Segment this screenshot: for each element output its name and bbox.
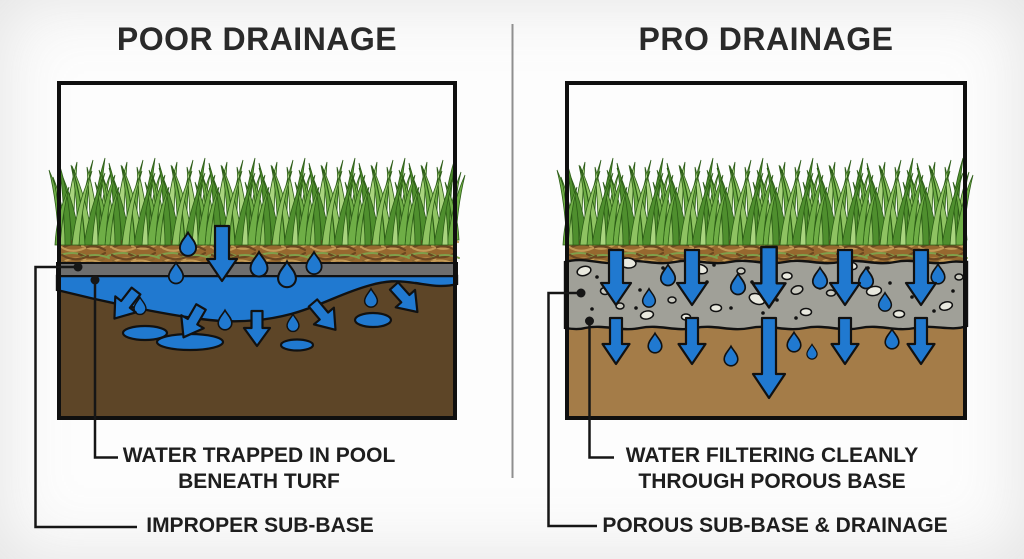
pro-drainage-illustration [557, 81, 973, 420]
callout-dot [73, 262, 83, 272]
grass-layer [557, 158, 973, 245]
callout-dot [576, 288, 586, 298]
callout-dot [90, 275, 100, 285]
poor-drainage-illustration [49, 81, 465, 420]
soil-puddles [121, 311, 393, 352]
water-trapped-leader [93, 280, 118, 459]
callout-dot [585, 316, 594, 326]
improper-subbase-label: IMPROPER SUB-BASE [146, 514, 374, 537]
water-trapped-label: WATER TRAPPED IN POOL BENEATH TURF [57, 443, 461, 495]
poor-drainage-title: POOR DRAINAGE [116, 21, 398, 57]
porous-subbase-leader [547, 291, 597, 528]
improper-subbase-leader [34, 265, 137, 529]
water-filtering-label-line2: THROUGH POROUS BASE [638, 470, 906, 493]
trapped-water-pool [55, 274, 459, 323]
callout-dots [73, 262, 594, 326]
pro-drainage-title: PRO DRAINAGE [638, 21, 894, 57]
porous-subbase-label: POROUS SUB-BASE & DRAINAGE [602, 514, 948, 537]
poor-panel-border [57, 81, 457, 420]
water-trapped-label-line2: BENEATH TURF [178, 470, 340, 493]
pro-panel-border [565, 81, 967, 420]
water-filtering-label-line1: WATER FILTERING CLEANLY [625, 444, 919, 467]
water-trapped-label-line1: WATER TRAPPED IN POOL [122, 444, 396, 467]
water-filtering-label: WATER FILTERING CLEANLY THROUGH POROUS B… [567, 443, 977, 495]
grass-layer [49, 158, 465, 245]
water-filtering-leader [588, 321, 614, 459]
callout-lines [34, 265, 614, 529]
